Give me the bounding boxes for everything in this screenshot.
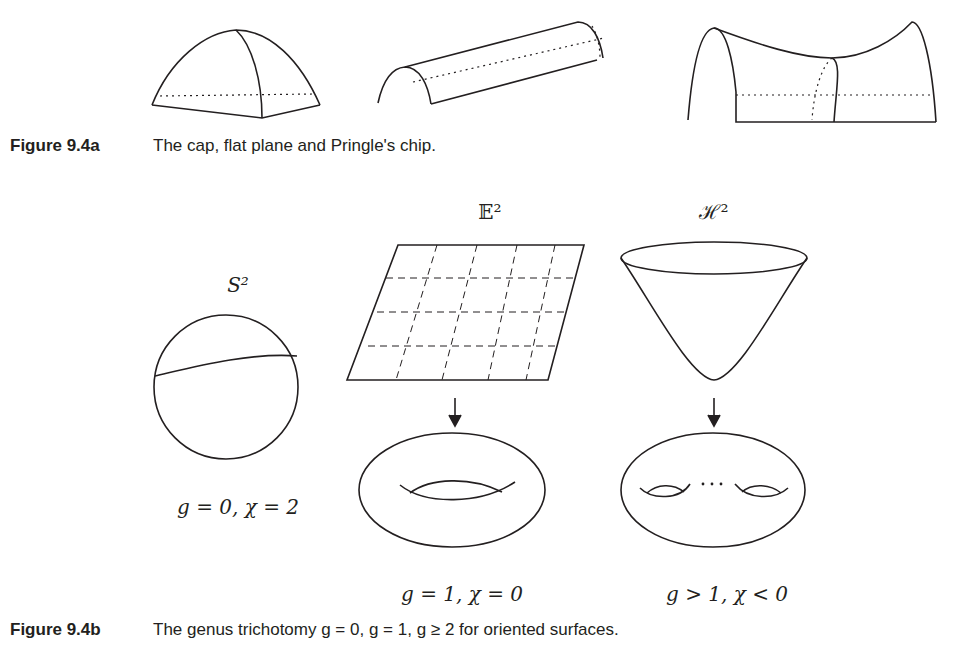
genus-label: g = 1, χ = 0 [401,583,523,605]
euclidean-plane [347,245,584,426]
higher-genus-surface [621,433,805,547]
hyperbolic-bowl [621,242,807,426]
figure-caption: The cap, flat plane and Pringle's chip. [153,137,436,156]
cap-surface [152,30,320,118]
space-name: 𝔼² [478,201,501,223]
saddle-surface [688,22,936,122]
trough-surface [378,22,604,104]
figure-caption: The genus trichotomy g = 0, g = 1, g ≥ 2… [153,621,619,640]
space-name: ℋ² [699,201,728,223]
genus-label: g > 1, χ < 0 [666,583,788,605]
torus [359,433,545,547]
figure-number: Figure 9.4b [10,621,101,640]
figure-number: Figure 9.4a [10,137,100,156]
genus-label: g = 0, χ = 2 [177,496,299,518]
sphere [154,315,298,459]
space-name: S² [227,274,249,296]
